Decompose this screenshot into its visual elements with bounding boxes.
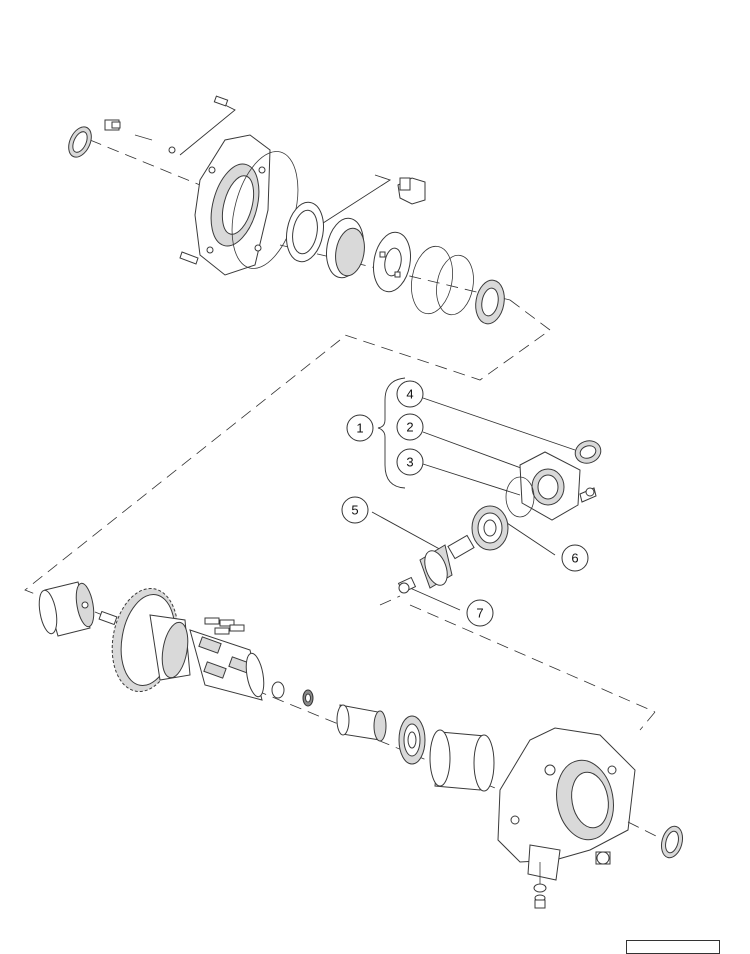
circlip-2: [436, 254, 474, 316]
callout-2: 2: [396, 413, 424, 441]
sleeve: [326, 217, 365, 279]
main-housing: [497, 727, 636, 881]
ring-spacer: [286, 201, 324, 263]
ring-gear: [111, 587, 191, 693]
o-ring-3: [505, 476, 535, 518]
bearing-6: [471, 505, 509, 551]
callout-7: 7: [466, 599, 494, 627]
circlip-1: [411, 245, 453, 315]
callout-3-label: 3: [406, 455, 413, 470]
spacer-cylinder-lower-left: [38, 581, 95, 637]
differential-cage: [189, 629, 265, 701]
tube-lower: [429, 729, 495, 792]
leader-4: [422, 397, 576, 451]
bracket-upper: [397, 177, 426, 205]
leader-5: [371, 511, 446, 553]
callout-3: 3: [396, 448, 424, 476]
leader-7: [409, 587, 461, 611]
cage-pins: [204, 617, 245, 635]
bearing-lower: [398, 715, 426, 765]
callout-group: 1 2 3 4 5 6 7: [341, 377, 656, 713]
pin-7: [397, 576, 417, 594]
callout-6-label: 6: [571, 551, 578, 566]
callout-6: 6: [561, 544, 589, 572]
bearing-upper: [475, 279, 505, 325]
oil-seal-4: [574, 440, 602, 464]
callout-1: 1: [346, 414, 374, 442]
upper-cover-assembly: [68, 95, 551, 381]
small-fasteners-upper: [104, 95, 229, 154]
callout-4: 4: [396, 380, 424, 408]
callout-5: 5: [341, 496, 369, 524]
bearing-housing-2: [519, 451, 597, 521]
upper-alignment-line: [89, 139, 551, 381]
lock-washer: [373, 231, 411, 293]
callout-5-label: 5: [351, 503, 358, 518]
pinion-gear-5: [419, 534, 475, 589]
lower-differential-assembly: [24, 339, 684, 909]
cover-housing: [179, 134, 271, 276]
sleeve-lower: [336, 704, 387, 742]
seal-ring-lower-right: [627, 821, 684, 859]
leader-3: [422, 463, 521, 496]
seal-ring-upper-left: [68, 126, 92, 158]
pin-alignment-line: [379, 595, 656, 713]
shaft-pin: [98, 610, 118, 626]
callout-4-label: 4: [406, 387, 413, 402]
reference-frame-box: [626, 940, 720, 954]
plug: [595, 851, 611, 865]
callout-7-label: 7: [476, 606, 483, 621]
callout-brace: [377, 377, 406, 489]
drain-bolt: [533, 862, 547, 909]
callout-1-label: 1: [356, 421, 363, 436]
bush: [271, 681, 285, 699]
callout-2-label: 2: [406, 420, 413, 435]
